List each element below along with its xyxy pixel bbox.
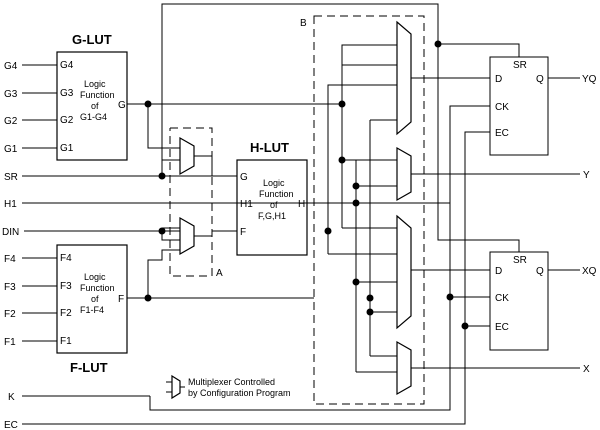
h-lut-pin-f: F — [240, 227, 246, 238]
legend-mux-icon — [171, 374, 181, 400]
input-label-f3: F3 — [4, 282, 16, 293]
h-lut-pin-h1: H1 — [240, 199, 253, 210]
g-lut-function-line1: Logic — [84, 79, 106, 89]
g-lut-pin-g2: G2 — [60, 115, 74, 126]
h-lut-function-line4: F,G,H1 — [258, 211, 286, 221]
input-label-h1: H1 — [4, 199, 17, 210]
region-a-box — [169, 127, 213, 277]
ff-top-sr: SR — [513, 60, 527, 71]
f-lut-function-line2: Function — [80, 283, 115, 293]
f-lut-pin-out-f: F — [118, 294, 124, 305]
mux-b-y — [396, 146, 412, 202]
h-lut-title: H-LUT — [250, 140, 289, 155]
ff-bottom-sr: SR — [513, 255, 527, 266]
input-label-din: DIN — [2, 227, 19, 238]
input-label-g4: G4 — [4, 61, 18, 72]
ff-bottom-ec: EC — [495, 322, 509, 333]
junction-dots — [144, 40, 469, 330]
region-b-box — [313, 15, 425, 405]
mux-a-upper — [179, 136, 195, 176]
f-lut-pin-f4: F4 — [60, 253, 72, 264]
legend-line1: Multiplexer Controlled — [188, 377, 275, 387]
input-label-k: K — [8, 392, 15, 403]
top-feedback-wire — [161, 3, 520, 252]
ff-bottom-q: Q — [536, 266, 544, 277]
flipflop-bottom — [489, 251, 549, 351]
f-lut-pin-f2: F2 — [60, 308, 72, 319]
h-lut-function-line3: of — [270, 200, 278, 210]
mux-b-x — [396, 340, 412, 396]
f-lut-function-line3: of — [91, 294, 99, 304]
region-b-wires — [307, 44, 580, 373]
input-label-f1: F1 — [4, 337, 16, 348]
f-lut-function-line1: Logic — [84, 272, 106, 282]
input-wires — [22, 64, 490, 425]
h-lut-function-line2: Function — [259, 189, 294, 199]
h-lut-pin-g: G — [240, 172, 248, 183]
g-lut-pin-g4: G4 — [60, 60, 74, 71]
region-a-wires — [127, 103, 314, 299]
f-lut-function-line4: F1-F4 — [80, 305, 104, 315]
input-label-g2: G2 — [4, 116, 18, 127]
g-lut-box — [56, 51, 128, 161]
g-lut-function-line3: of — [91, 101, 99, 111]
flipflop-top — [489, 56, 549, 156]
input-label-g3: G3 — [4, 89, 18, 100]
input-label-g1: G1 — [4, 144, 18, 155]
output-label-y: Y — [583, 170, 590, 181]
f-lut-box — [56, 244, 128, 354]
input-label-ec: EC — [4, 420, 18, 430]
region-a-label: A — [216, 268, 223, 279]
ff-bottom-d: D — [495, 266, 502, 277]
ff-top-q: Q — [536, 74, 544, 85]
output-label-yq: YQ — [582, 74, 597, 85]
h-lut-box — [236, 159, 308, 256]
h-lut-pin-out-h: H — [298, 199, 305, 210]
g-lut-function-line4: G1-G4 — [80, 112, 107, 122]
output-label-xq: XQ — [582, 266, 597, 277]
h-lut-function-line1: Logic — [263, 178, 285, 188]
ff-top-ec: EC — [495, 128, 509, 139]
f-lut-title: F-LUT — [70, 360, 108, 375]
f-lut-pin-f1: F1 — [60, 336, 72, 347]
g-lut-pin-g1: G1 — [60, 143, 74, 154]
ff-bottom-ck: CK — [495, 293, 509, 304]
input-label-f4: F4 — [4, 254, 16, 265]
g-lut-function-line2: Function — [80, 90, 115, 100]
mux-b-xq — [396, 214, 412, 330]
input-label-f2: F2 — [4, 309, 16, 320]
g-lut-pin-out-g: G — [118, 100, 126, 111]
f-lut-pin-f3: F3 — [60, 281, 72, 292]
legend-line2: by Configuration Program — [188, 388, 291, 398]
flipflop-wires — [438, 43, 580, 326]
ff-top-ck: CK — [495, 102, 509, 113]
mux-b-yq — [396, 20, 412, 136]
g-lut-title: G-LUT — [72, 32, 112, 47]
input-label-sr: SR — [4, 172, 18, 183]
output-label-x: X — [583, 364, 590, 375]
region-b-label: B — [300, 18, 307, 29]
g-lut-pin-g3: G3 — [60, 88, 74, 99]
ff-top-d: D — [495, 74, 502, 85]
mux-a-lower — [179, 216, 195, 256]
